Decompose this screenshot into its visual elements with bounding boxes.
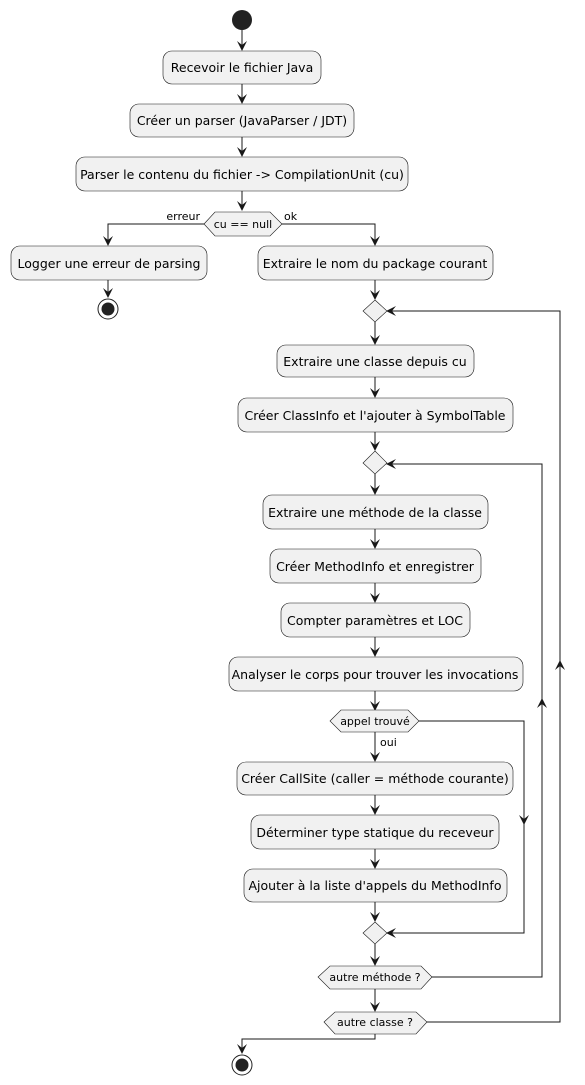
edges [103, 30, 565, 1054]
svg-text:Extraire une classe depuis cu: Extraire une classe depuis cu [283, 354, 466, 369]
svg-text:Logger une erreur de parsing: Logger une erreur de parsing [18, 256, 201, 271]
action-create-methodinfo: Créer MethodInfo et enregistrer [269, 548, 482, 584]
branch-label-ok: ok [284, 210, 298, 223]
merge-node-method-loop [362, 450, 388, 475]
action-log-parsing-error: Logger une erreur de parsing [10, 245, 208, 281]
branch-label-error: erreur [166, 210, 200, 223]
action-create-callsite: Créer CallSite (caller = méthode courant… [236, 761, 514, 796]
merge-node-call [362, 921, 388, 945]
svg-text:Créer ClassInfo et l'ajouter à: Créer ClassInfo et l'ajouter à SymbolTab… [244, 408, 505, 423]
action-determine-receiver-type: Déterminer type statique du receveur [250, 814, 500, 850]
decision-other-method: autre méthode ? [317, 965, 433, 990]
svg-text:Extraire le nom du package cou: Extraire le nom du package courant [263, 256, 488, 271]
action-create-parser: Créer un parser (JavaParser / JDT) [129, 103, 355, 138]
svg-text:Créer CallSite (caller = métho: Créer CallSite (caller = méthode courant… [241, 771, 509, 786]
svg-text:autre classe ?: autre classe ? [337, 1016, 413, 1029]
branch-label-yes: oui [380, 736, 397, 749]
start-node [232, 10, 252, 30]
svg-text:Déterminer type statique du re: Déterminer type statique du receveur [256, 825, 494, 840]
decision-other-class: autre classe ? [323, 1011, 428, 1035]
action-extract-class: Extraire une classe depuis cu [276, 344, 475, 378]
svg-text:Parser le contenu du fichier -: Parser le contenu du fichier -> Compilat… [80, 167, 404, 182]
svg-text:Analyser le corps pour trouver: Analyser le corps pour trouver les invoc… [232, 667, 519, 682]
action-create-classinfo: Créer ClassInfo et l'ajouter à SymbolTab… [237, 397, 514, 433]
decision-cu-null: cu == null [203, 211, 283, 237]
action-count-params-loc: Compter paramètres et LOC [280, 602, 471, 638]
svg-text:Compter paramètres et LOC: Compter paramètres et LOC [287, 613, 463, 628]
svg-text:Créer un parser (JavaParser /: Créer un parser (JavaParser / JDT) [137, 113, 347, 128]
action-add-to-call-list: Ajouter à la liste d'appels du MethodInf… [243, 868, 508, 903]
action-receive-file: Recevoir le fichier Java [162, 50, 322, 85]
action-extract-method: Extraire une méthode de la classe [262, 494, 489, 530]
svg-text:Ajouter à la liste d'appels du: Ajouter à la liste d'appels du MethodInf… [249, 878, 502, 893]
action-analyze-body: Analyser le corps pour trouver les invoc… [228, 656, 524, 692]
svg-text:Créer MethodInfo et enregistre: Créer MethodInfo et enregistrer [276, 559, 475, 574]
svg-text:cu == null: cu == null [214, 218, 273, 231]
svg-text:autre méthode ?: autre méthode ? [329, 971, 420, 984]
action-parse-content: Parser le contenu du fichier -> Compilat… [75, 156, 409, 192]
stop-node-error [97, 298, 119, 320]
decision-call-found: appel trouvé [329, 709, 420, 733]
stop-node-end [231, 1054, 253, 1076]
svg-text:appel trouvé: appel trouvé [340, 715, 410, 728]
action-extract-package: Extraire le nom du package courant [257, 245, 494, 281]
svg-text:Extraire une méthode de la cla: Extraire une méthode de la classe [268, 505, 482, 520]
svg-text:Recevoir le fichier Java: Recevoir le fichier Java [171, 60, 314, 75]
merge-node-class-loop [362, 299, 388, 323]
